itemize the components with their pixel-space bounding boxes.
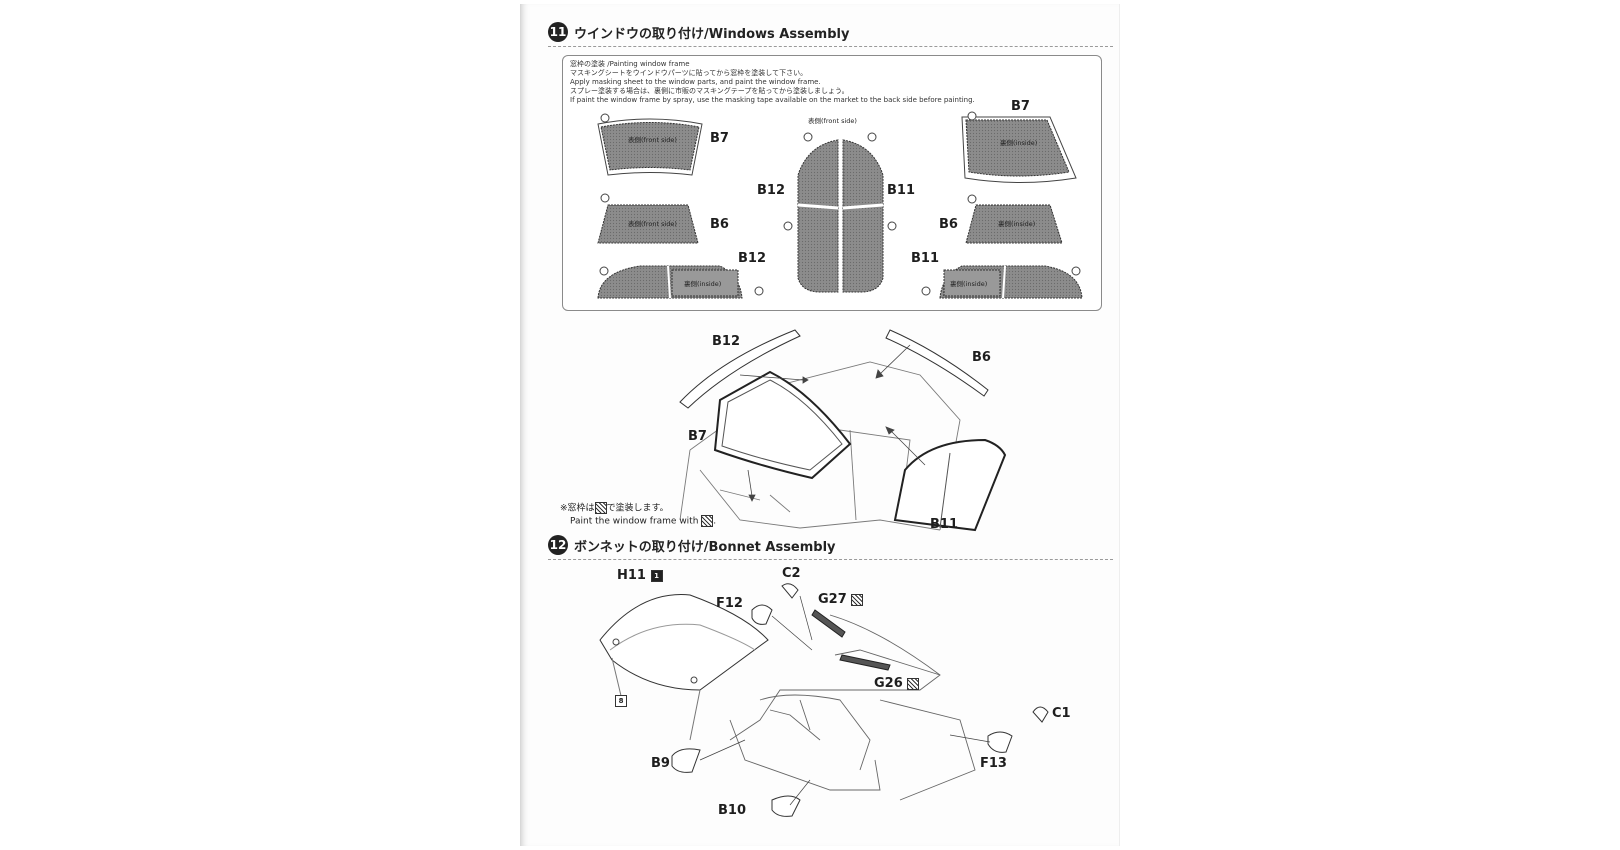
glass-b11-right-text: 裏側(inside) [950,279,987,288]
label-asm-b11: B11 [930,517,958,532]
c1-part [1032,706,1049,723]
label-f12: F12 [716,596,743,611]
glass-b7-right: 裏側(inside) [961,111,1077,183]
step-11-number: 11 [548,22,568,42]
label-eight: 8 [615,695,627,707]
c2-part [781,583,799,599]
glass-center-pair: 表側(front side) [783,116,897,293]
label-b6-left: B6 [710,217,729,232]
label-asm-b12: B12 [712,334,740,349]
label-g26: G26 [874,676,920,691]
label-g27-text: G27 [818,592,847,607]
paint-note-en: Paint the window frame with [570,516,699,526]
b6-part-drawing [885,329,989,397]
paint-frame-note: ※窓枠はで塗装します。 Paint the window frame with … [560,502,717,527]
glass-b6-left: 表側(front side) [597,193,699,244]
label-b6-right: B6 [939,217,958,232]
label-g26-text: G26 [874,676,903,691]
paint-color-swatch-en [701,514,714,527]
label-h11-text: H11 [617,568,646,583]
step-12-header: 12 ボンネットの取り付け/Bonnet Assembly [548,535,836,555]
note-line-1: 窓枠の塗装 /Painting window frame [570,60,690,68]
step-12-title: ボンネットの取り付け/Bonnet Assembly [574,539,836,555]
car-front-engine-bay [729,614,976,801]
glass-b6-left-text: 表側(front side) [628,219,677,228]
b9-part [671,748,701,773]
paint-note-jp-pre: ※窓枠は [560,503,595,514]
label-asm-b7: B7 [688,429,707,444]
b7-part-drawing [713,370,852,480]
g26-wiper [839,654,891,671]
bonnet-arrows [699,595,991,806]
f12-part [751,604,773,625]
front-side-center-text: 表側(front side) [808,116,857,125]
step-11-divider [548,46,1113,47]
assembly-arrows [739,344,926,502]
note-line-5: If paint the window frame by spray, use … [570,96,975,104]
label-b10: B10 [718,803,746,818]
glass-b11-right: 裏側(inside) [921,265,1083,299]
label-b12-left: B12 [738,251,766,266]
step-11-title: ウインドウの取り付け/Windows Assembly [574,26,850,42]
glass-b6-right-text: 裏側(inside) [998,219,1035,228]
step-12-divider [548,559,1113,560]
label-c2: C2 [782,566,801,581]
glass-b12-left-text: 裏側(inside) [684,279,721,288]
g27-wiper [811,609,846,638]
b10-part [771,795,801,817]
label-f13: F13 [980,756,1007,771]
step-11-header: 11 ウインドウの取り付け/Windows Assembly [548,22,849,42]
label-b11-right: B11 [911,251,939,266]
paint-color-swatch [594,502,607,514]
step-12-number: 12 [548,535,568,555]
glass-b7-left-text: 表側(front side) [628,135,677,144]
label-h11-badge: 1 [650,569,663,582]
glass-b12-left: 裏側(inside) [597,265,764,299]
label-h11: H11 1 [617,568,663,583]
label-g26-swatch [907,677,920,690]
label-b9: B9 [651,756,670,771]
label-g27: G27 [818,592,864,607]
label-g27-swatch [851,593,864,606]
f13-part [987,731,1013,753]
label-c1: C1 [1052,706,1071,721]
label-asm-b6: B6 [972,350,991,365]
masking-notes: 窓枠の塗装 /Painting window frame マスキングシートをウイ… [570,60,975,105]
glass-b7-left: 表側(front side) [597,113,703,176]
glass-b7-right-text: 裏側(inside) [1000,138,1037,147]
label-b11-center: B11 [887,183,915,198]
label-b7-right: B7 [1011,99,1030,114]
note-line-2: マスキングシートをウインドウパーツに貼ってから窓枠を塗装して下さい。 [570,69,808,77]
note-line-3: Apply masking sheet to the window parts,… [570,78,821,86]
note-line-4: スプレー塗装する場合は、裏側に市販のマスキングテープを貼ってから塗装しましょう。 [570,87,849,95]
bonnet-drawing [599,594,769,741]
paint-note-jp-post: で塗装します。 [606,503,669,514]
label-b7-left: B7 [710,131,729,146]
label-b12-center: B12 [757,183,785,198]
label-eight-badge: 8 [615,695,627,707]
glass-b6-right: 裏側(inside) [965,194,1063,244]
b12-part-drawing [679,329,801,409]
